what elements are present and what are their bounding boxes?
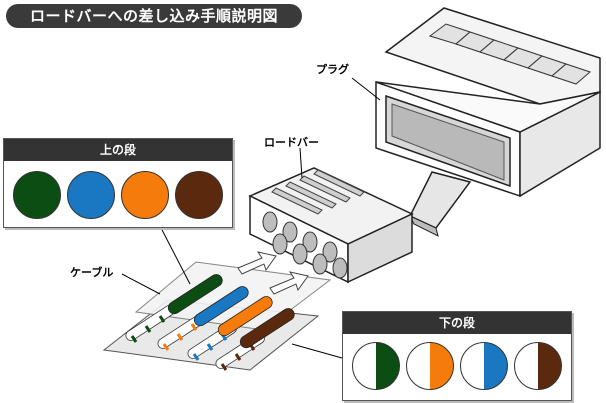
plug-label: プラグ: [316, 62, 349, 76]
lower-panel-leader: [291, 343, 343, 359]
cable-illustration: ケーブル: [70, 251, 332, 371]
upper-panel-leader: [159, 225, 191, 285]
upper-swatch-brown: [175, 171, 223, 219]
lower-row-panel: 下の段: [342, 311, 572, 401]
upper-row-panel: 上の段: [3, 138, 233, 228]
upper-color-swatches: [4, 171, 232, 219]
lower-swatch-white-orange: [406, 342, 454, 390]
upper-swatch-orange: [121, 171, 169, 219]
diagram-title: ロードバーへの差し込み手順説明図: [6, 4, 302, 28]
load-bar-illustration: ロードバー: [248, 136, 414, 284]
load-bar-label: ロードバー: [264, 136, 319, 149]
upper-swatch-blue: [67, 171, 115, 219]
cable-label: ケーブル: [70, 265, 113, 279]
lower-color-swatches: [343, 342, 571, 390]
upper-swatch-green: [13, 171, 61, 219]
lower-swatch-white-green: [352, 342, 400, 390]
lower-swatch-white-blue: [460, 342, 508, 390]
plug-illustration: プラグ: [316, 7, 601, 237]
upper-row-heading: 上の段: [4, 139, 232, 161]
lower-row-heading: 下の段: [343, 312, 571, 334]
lower-swatch-white-brown: [514, 342, 562, 390]
